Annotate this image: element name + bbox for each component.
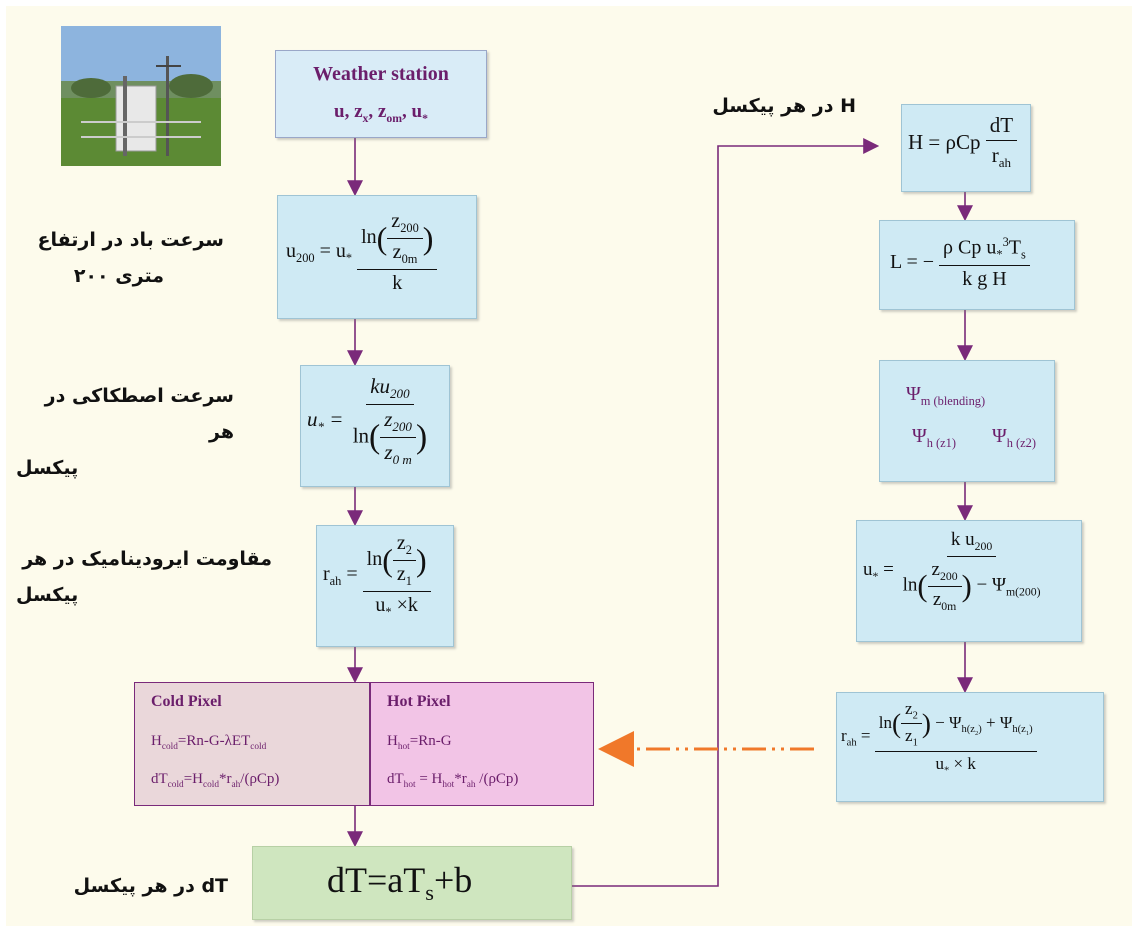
psi-h-z2: Ψh (z2) xyxy=(992,425,1037,450)
diagram-canvas: Weather station u, zx, zom, u* u200 = u*… xyxy=(6,6,1132,926)
cold-pixel-box: Cold Pixel Hcold=Rn-G-λETcold dTcold=Hco… xyxy=(134,682,370,806)
weather-station-params: u, zx, zom, u* xyxy=(334,101,428,125)
weather-station-box: Weather station u, zx, zom, u* xyxy=(275,50,487,138)
weather-station-photo xyxy=(61,26,221,166)
psi-h-z1: Ψh (z1) xyxy=(912,425,957,450)
weather-station-title: Weather station xyxy=(313,63,449,85)
psi-box: Ψm (blending) Ψh (z1) Ψh (z2) xyxy=(879,360,1055,482)
connector-arrows xyxy=(347,138,973,887)
label-friction-velocity: سرعت اصطکاکی در هر پیکسل xyxy=(16,385,234,479)
cold-pixel-title: Cold Pixel xyxy=(151,693,222,710)
label-aerodynamic-resistance: مقاومت ایرودینامیک در هر پیکسل xyxy=(16,548,272,606)
cold-pixel-dt-line: dTcold=Hcold*rah/(ρCp) xyxy=(151,771,280,790)
label-wind-speed-200: سرعت باد در ارتفاع متری ۲۰۰ xyxy=(37,229,224,287)
dt-linear-equation: dT=aTs+b xyxy=(327,860,473,906)
cold-pixel-h-line: Hcold=Rn-G-λETcold xyxy=(151,733,267,752)
psi-m-blending: Ψm (blending) xyxy=(906,383,986,408)
dt-linear-box: dT=aTs+b xyxy=(252,846,572,920)
label-h-per-pixel: H در هر پیکسل xyxy=(712,95,856,117)
hot-pixel-h-line: Hhot=Rn-G xyxy=(387,733,452,752)
label-dt-per-pixel: dT در هر پیکسل xyxy=(73,875,228,897)
hot-pixel-title: Hot Pixel xyxy=(387,693,451,710)
hot-pixel-box: Hot Pixel Hhot=Rn-G dThot = Hhot*rah /(ρ… xyxy=(370,682,594,806)
hot-pixel-dt-line: dThot = Hhot*rah /(ρCp) xyxy=(387,771,519,790)
